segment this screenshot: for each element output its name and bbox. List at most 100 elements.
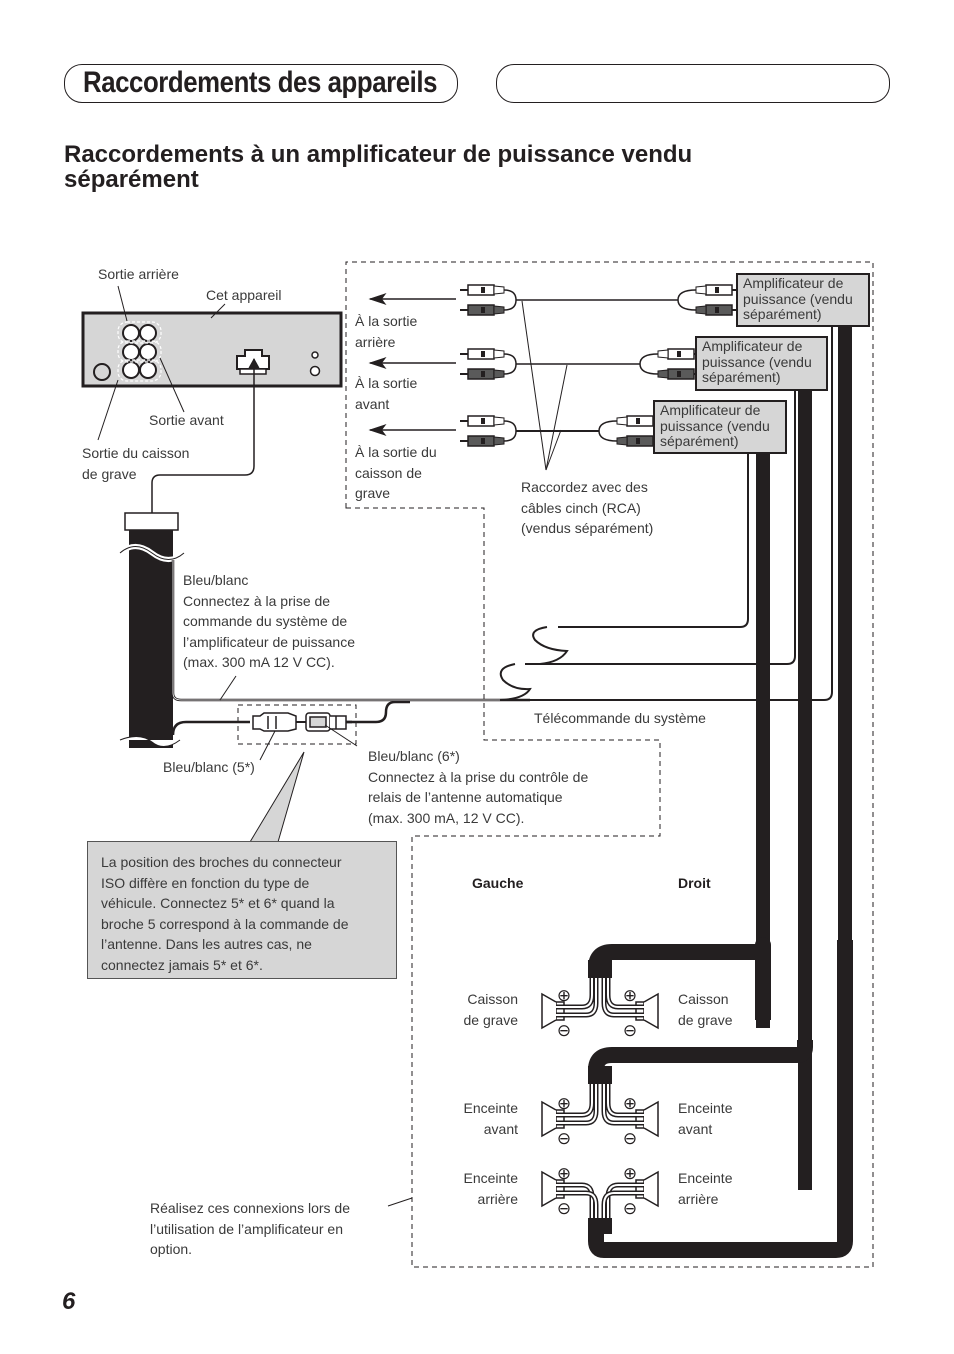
front-left-line2: avant (483, 1120, 518, 1137)
front-left-line1: Enceinte (463, 1100, 518, 1116)
label-blue-white-5: Bleu/blanc (5*) (163, 759, 255, 775)
minus-terminal-icon: ⊖ (623, 1199, 637, 1219)
label-rear-right: Enceinte arrière (678, 1168, 732, 1209)
speaker-icon (635, 1100, 659, 1138)
amplifier-front-line3: séparément) (702, 369, 781, 385)
amplifier-sub-line1: Amplificateur de (660, 402, 761, 418)
iso-note-line6: connectez jamais 5* et 6*. (101, 956, 263, 973)
label-to-front-line2: avant (355, 395, 390, 412)
minus-terminal-icon: ⊖ (557, 1129, 571, 1149)
label-blue-white-system: Bleu/blanc Connectez à la prise de comma… (183, 570, 355, 673)
speaker-icon (635, 992, 659, 1030)
blue-white-system-line5: (max. 300 mA 12 V CC). (183, 654, 335, 670)
label-to-front-line1: À la sortie (355, 375, 418, 391)
rca-cables-note: Raccordez avec des câbles cinch (RCA) (v… (521, 477, 653, 539)
iso-note-line2: ISO diffère en fonction du type de (101, 874, 310, 891)
iso-note-line3: véhicule. Connectez 5* et 6* quand la (101, 895, 335, 911)
iso-note-line1: La position des broches du connecteur (101, 854, 342, 870)
label-front-output: Sortie avant (149, 412, 224, 428)
plus-terminal-icon: ⊕ (557, 986, 571, 1006)
amplifier-rear-line2: puissance (vendu (743, 290, 853, 307)
label-sub-left: Caisson de grave (448, 989, 518, 1030)
plus-terminal-icon: ⊕ (623, 986, 637, 1006)
rca-plug (460, 348, 505, 360)
rca-plug (460, 435, 505, 447)
page-heading-line2: séparément (64, 166, 199, 193)
sub-left-line2: de grave (463, 1011, 518, 1028)
label-to-front: À la sortie avant (355, 373, 417, 414)
label-sub-output: Sortie du caisson de grave (82, 443, 189, 484)
label-front-left: Enceinte avant (448, 1098, 518, 1139)
optional-note-line3: option. (150, 1241, 193, 1257)
plus-terminal-icon: ⊕ (623, 1094, 637, 1114)
rear-left-line2: arrière (477, 1190, 518, 1207)
section-title-pill: Raccordements des appareils (64, 64, 458, 103)
rear-right-line1: Enceinte (678, 1170, 733, 1186)
rear-right-line2: arrière (678, 1190, 719, 1207)
front-right-line2: avant (678, 1120, 713, 1137)
amplifier-box-front: Amplificateur de puissance (vendu séparé… (695, 336, 828, 391)
front-right-line1: Enceinte (678, 1100, 733, 1116)
sub-right-line2: de grave (678, 1011, 733, 1028)
blue-white-6-line4: (max. 300 mA, 12 V CC). (368, 809, 525, 826)
page-number: 6 (62, 1288, 76, 1315)
amplifier-sub-line3: séparément) (660, 433, 739, 449)
rca-cables-note-line3: (vendus séparément) (521, 520, 654, 536)
label-this-unit: Cet appareil (206, 287, 282, 303)
speaker-icon (635, 1170, 659, 1208)
page-heading: Raccordements à un amplificateur de puis… (64, 142, 692, 192)
label-to-sub-line2: caisson de (355, 464, 422, 481)
optional-amp-note: Réalisez ces connexions lors de l’utilis… (150, 1198, 350, 1260)
label-blue-white-6: Bleu/blanc (6*) Connectez à la prise du … (368, 746, 588, 828)
head-unit (81, 311, 343, 388)
label-to-rear: À la sortie arrière (355, 311, 417, 352)
blank-header-tab (496, 64, 890, 103)
amplifier-sub-line2: puissance (vendu (660, 417, 770, 434)
label-to-sub-line1: À la sortie du (355, 444, 437, 460)
optional-note-line1: Réalisez ces connexions lors de (150, 1200, 350, 1216)
label-front-right: Enceinte avant (678, 1098, 732, 1139)
label-sub-output-line1: Sortie du caisson (82, 445, 190, 461)
plus-terminal-icon: ⊕ (557, 1164, 571, 1184)
rca-plug (695, 304, 740, 316)
rear-left-line1: Enceinte (463, 1170, 518, 1186)
label-system-remote: Télécommande du système (534, 710, 706, 726)
amplifier-front-line2: puissance (vendu (702, 353, 812, 370)
amplifier-box-rear: Amplificateur de puissance (vendu séparé… (736, 273, 870, 327)
speaker-icon (541, 992, 565, 1030)
rca-plug (460, 284, 505, 296)
speaker-wire (556, 1182, 644, 1218)
label-rear-left: Enceinte arrière (448, 1168, 518, 1209)
label-to-sub-line3: grave (355, 485, 391, 501)
rca-plug (460, 368, 505, 380)
plus-terminal-icon: ⊕ (557, 1094, 571, 1114)
rca-plug (460, 304, 505, 316)
iso-connector-note: La position des broches du connecteur IS… (87, 841, 397, 979)
rca-plug (695, 284, 740, 296)
blue-white-system-line4: l’amplificateur de puissance (183, 633, 355, 650)
blue-white-system-line3: commande du système de (183, 613, 348, 629)
iso-note-line5: l’antenne. Dans les autres cas, ne (101, 936, 312, 952)
label-sub-output-line2: de grave (82, 465, 137, 482)
rca-cables-note-line2: câbles cinch (RCA) (521, 499, 641, 516)
sub-right-line1: Caisson (678, 991, 729, 1007)
label-to-sub: À la sortie du caisson de grave (355, 442, 437, 504)
amplifier-rear-line1: Amplificateur de (743, 275, 844, 291)
amplifier-front-line1: Amplificateur de (702, 338, 803, 354)
blue-white-6-line1: Bleu/blanc (6*) (368, 748, 460, 764)
section-title: Raccordements des appareils (83, 66, 438, 99)
speaker-wire (556, 1084, 644, 1126)
label-left: Gauche (472, 875, 524, 891)
label-sub-right: Caisson de grave (678, 989, 732, 1030)
plus-terminal-icon: ⊕ (623, 1164, 637, 1184)
label-to-rear-line2: arrière (355, 333, 396, 350)
minus-terminal-icon: ⊖ (557, 1199, 571, 1219)
speakers: ⊕⊖⊕⊖⊕⊖⊕⊖⊕⊖⊕⊖ (541, 978, 659, 1219)
label-to-rear-line1: À la sortie (355, 313, 418, 329)
minus-terminal-icon: ⊖ (557, 1021, 571, 1041)
rca-plug (460, 415, 505, 427)
label-rear-output: Sortie arrière (98, 266, 179, 282)
rca-cables-note-line1: Raccordez avec des (521, 479, 648, 495)
rca-cables (460, 284, 740, 447)
